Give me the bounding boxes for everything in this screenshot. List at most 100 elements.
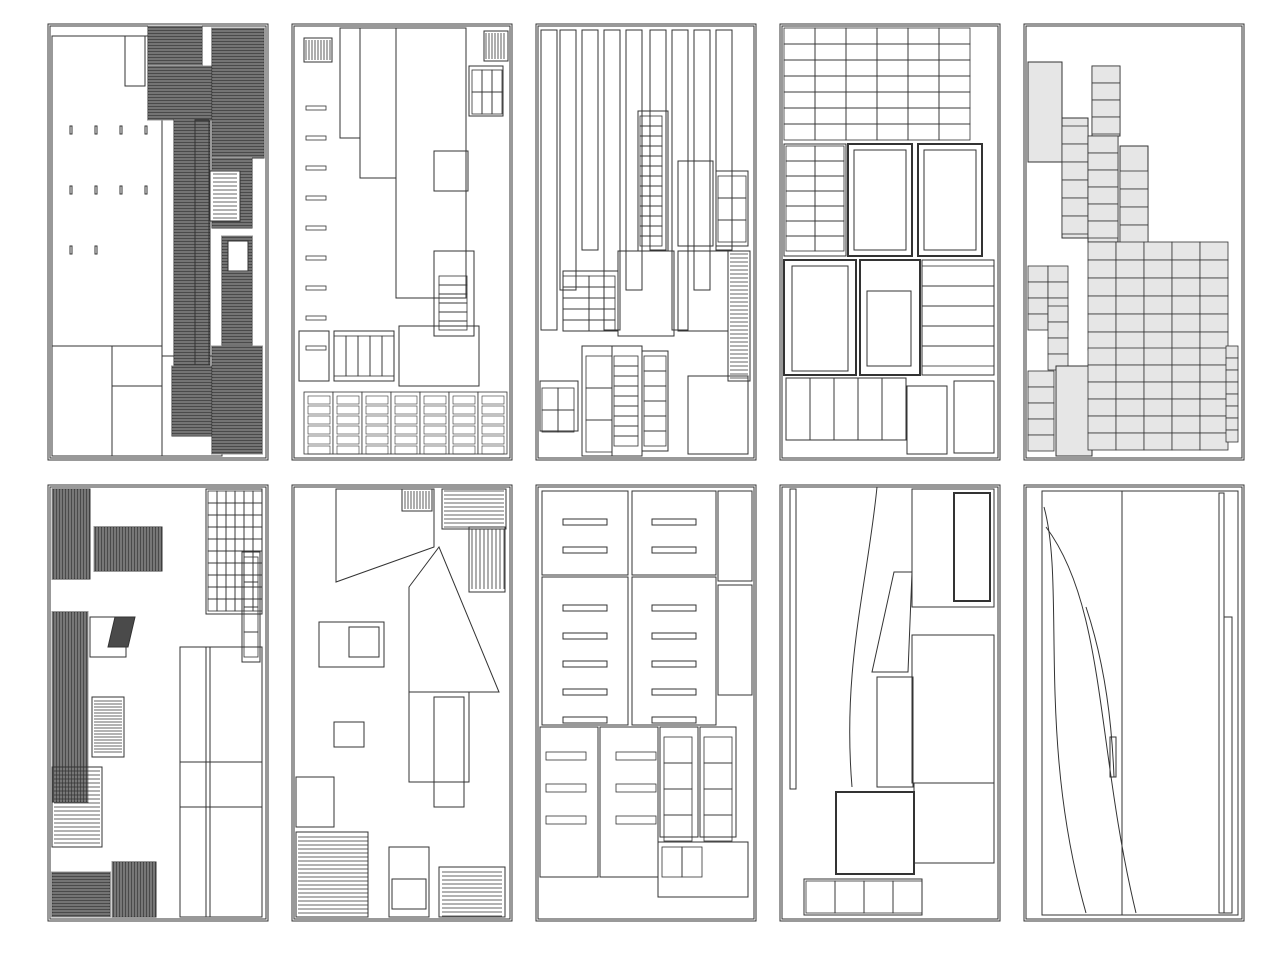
cell — [1115, 259, 1145, 279]
cell — [1087, 259, 1117, 279]
stair-hall — [433, 150, 469, 192]
room-set — [783, 143, 847, 257]
panel-frame-inner — [1025, 486, 1243, 920]
curved-wall — [1043, 506, 1087, 914]
room — [298, 330, 330, 382]
cell — [477, 391, 508, 455]
seat — [365, 415, 389, 425]
column — [69, 125, 73, 135]
cell — [1047, 321, 1069, 339]
cell-grid — [562, 275, 616, 332]
cell — [703, 814, 733, 842]
cell — [1199, 241, 1229, 261]
panel-frame-outer — [47, 23, 269, 461]
cell — [814, 235, 845, 252]
stair — [727, 250, 751, 382]
hatch-pattern — [93, 527, 161, 571]
tapered-room — [871, 571, 913, 673]
hall-inner — [791, 265, 849, 372]
cell-grid — [1091, 65, 1121, 135]
cell — [1171, 295, 1201, 315]
hatch-pattern — [172, 365, 212, 436]
seat — [336, 395, 360, 405]
hall — [541, 576, 629, 726]
cell — [1143, 295, 1173, 315]
cell — [1087, 295, 1117, 315]
hatch-pattern — [52, 871, 110, 918]
cell-grid — [1119, 170, 1149, 244]
cell — [303, 391, 334, 455]
hatch-pattern — [213, 173, 237, 219]
cell — [613, 435, 639, 447]
seat — [452, 435, 476, 445]
cell — [1199, 313, 1229, 333]
cell — [639, 235, 663, 247]
seat — [452, 425, 476, 435]
hatched-block — [173, 119, 211, 366]
seat — [394, 415, 418, 425]
panel-frame-outer — [779, 484, 1001, 922]
seat — [423, 415, 447, 425]
stair — [468, 526, 506, 593]
seat — [481, 435, 505, 445]
cell — [1061, 197, 1089, 217]
cell — [1199, 259, 1229, 279]
cell — [1115, 432, 1145, 451]
bench — [651, 660, 697, 668]
seat — [336, 435, 360, 445]
room — [911, 488, 995, 608]
stair — [441, 488, 507, 530]
window — [305, 105, 327, 111]
cell — [1091, 65, 1121, 84]
stair — [295, 831, 369, 918]
cell — [1027, 370, 1055, 388]
cell — [1087, 415, 1117, 434]
cell — [1061, 179, 1089, 199]
cell — [1087, 203, 1119, 222]
hatch-pattern — [212, 345, 262, 455]
stair — [227, 240, 249, 272]
cell-grid — [783, 27, 971, 141]
cell — [1115, 415, 1145, 434]
cell — [1047, 305, 1069, 323]
room — [539, 380, 579, 432]
cell-grid — [1047, 305, 1069, 371]
seat — [365, 405, 389, 415]
seat — [423, 425, 447, 435]
cell — [1143, 347, 1173, 366]
floor-plan-8 — [535, 484, 757, 922]
long-strip — [540, 29, 558, 331]
room — [876, 676, 914, 788]
cell-grid — [1027, 370, 1055, 452]
column — [144, 125, 148, 135]
cell — [1087, 331, 1117, 351]
room — [539, 726, 599, 878]
seat — [336, 415, 360, 425]
panels-group — [47, 23, 1245, 922]
panel-frame-outer — [291, 23, 513, 461]
cell — [1119, 170, 1149, 190]
curved-wall — [1045, 526, 1137, 914]
bench — [545, 751, 587, 761]
room — [295, 776, 335, 828]
seat — [394, 405, 418, 415]
cell — [1027, 265, 1049, 283]
seat — [365, 435, 389, 445]
bench — [651, 604, 697, 612]
panel-frame-outer — [779, 23, 1001, 461]
cell — [1115, 277, 1145, 297]
cell — [1061, 215, 1089, 235]
room — [641, 350, 669, 452]
cell — [1087, 347, 1117, 366]
seat — [394, 435, 418, 445]
seat — [365, 425, 389, 435]
cell — [419, 391, 450, 455]
hatched-block — [171, 365, 213, 437]
long-strip — [581, 29, 599, 251]
slanted-block — [408, 545, 500, 693]
seat — [452, 405, 476, 415]
cell-grid — [303, 391, 508, 455]
seat — [481, 415, 505, 425]
dotted-area — [303, 37, 333, 63]
corridor — [194, 119, 210, 366]
